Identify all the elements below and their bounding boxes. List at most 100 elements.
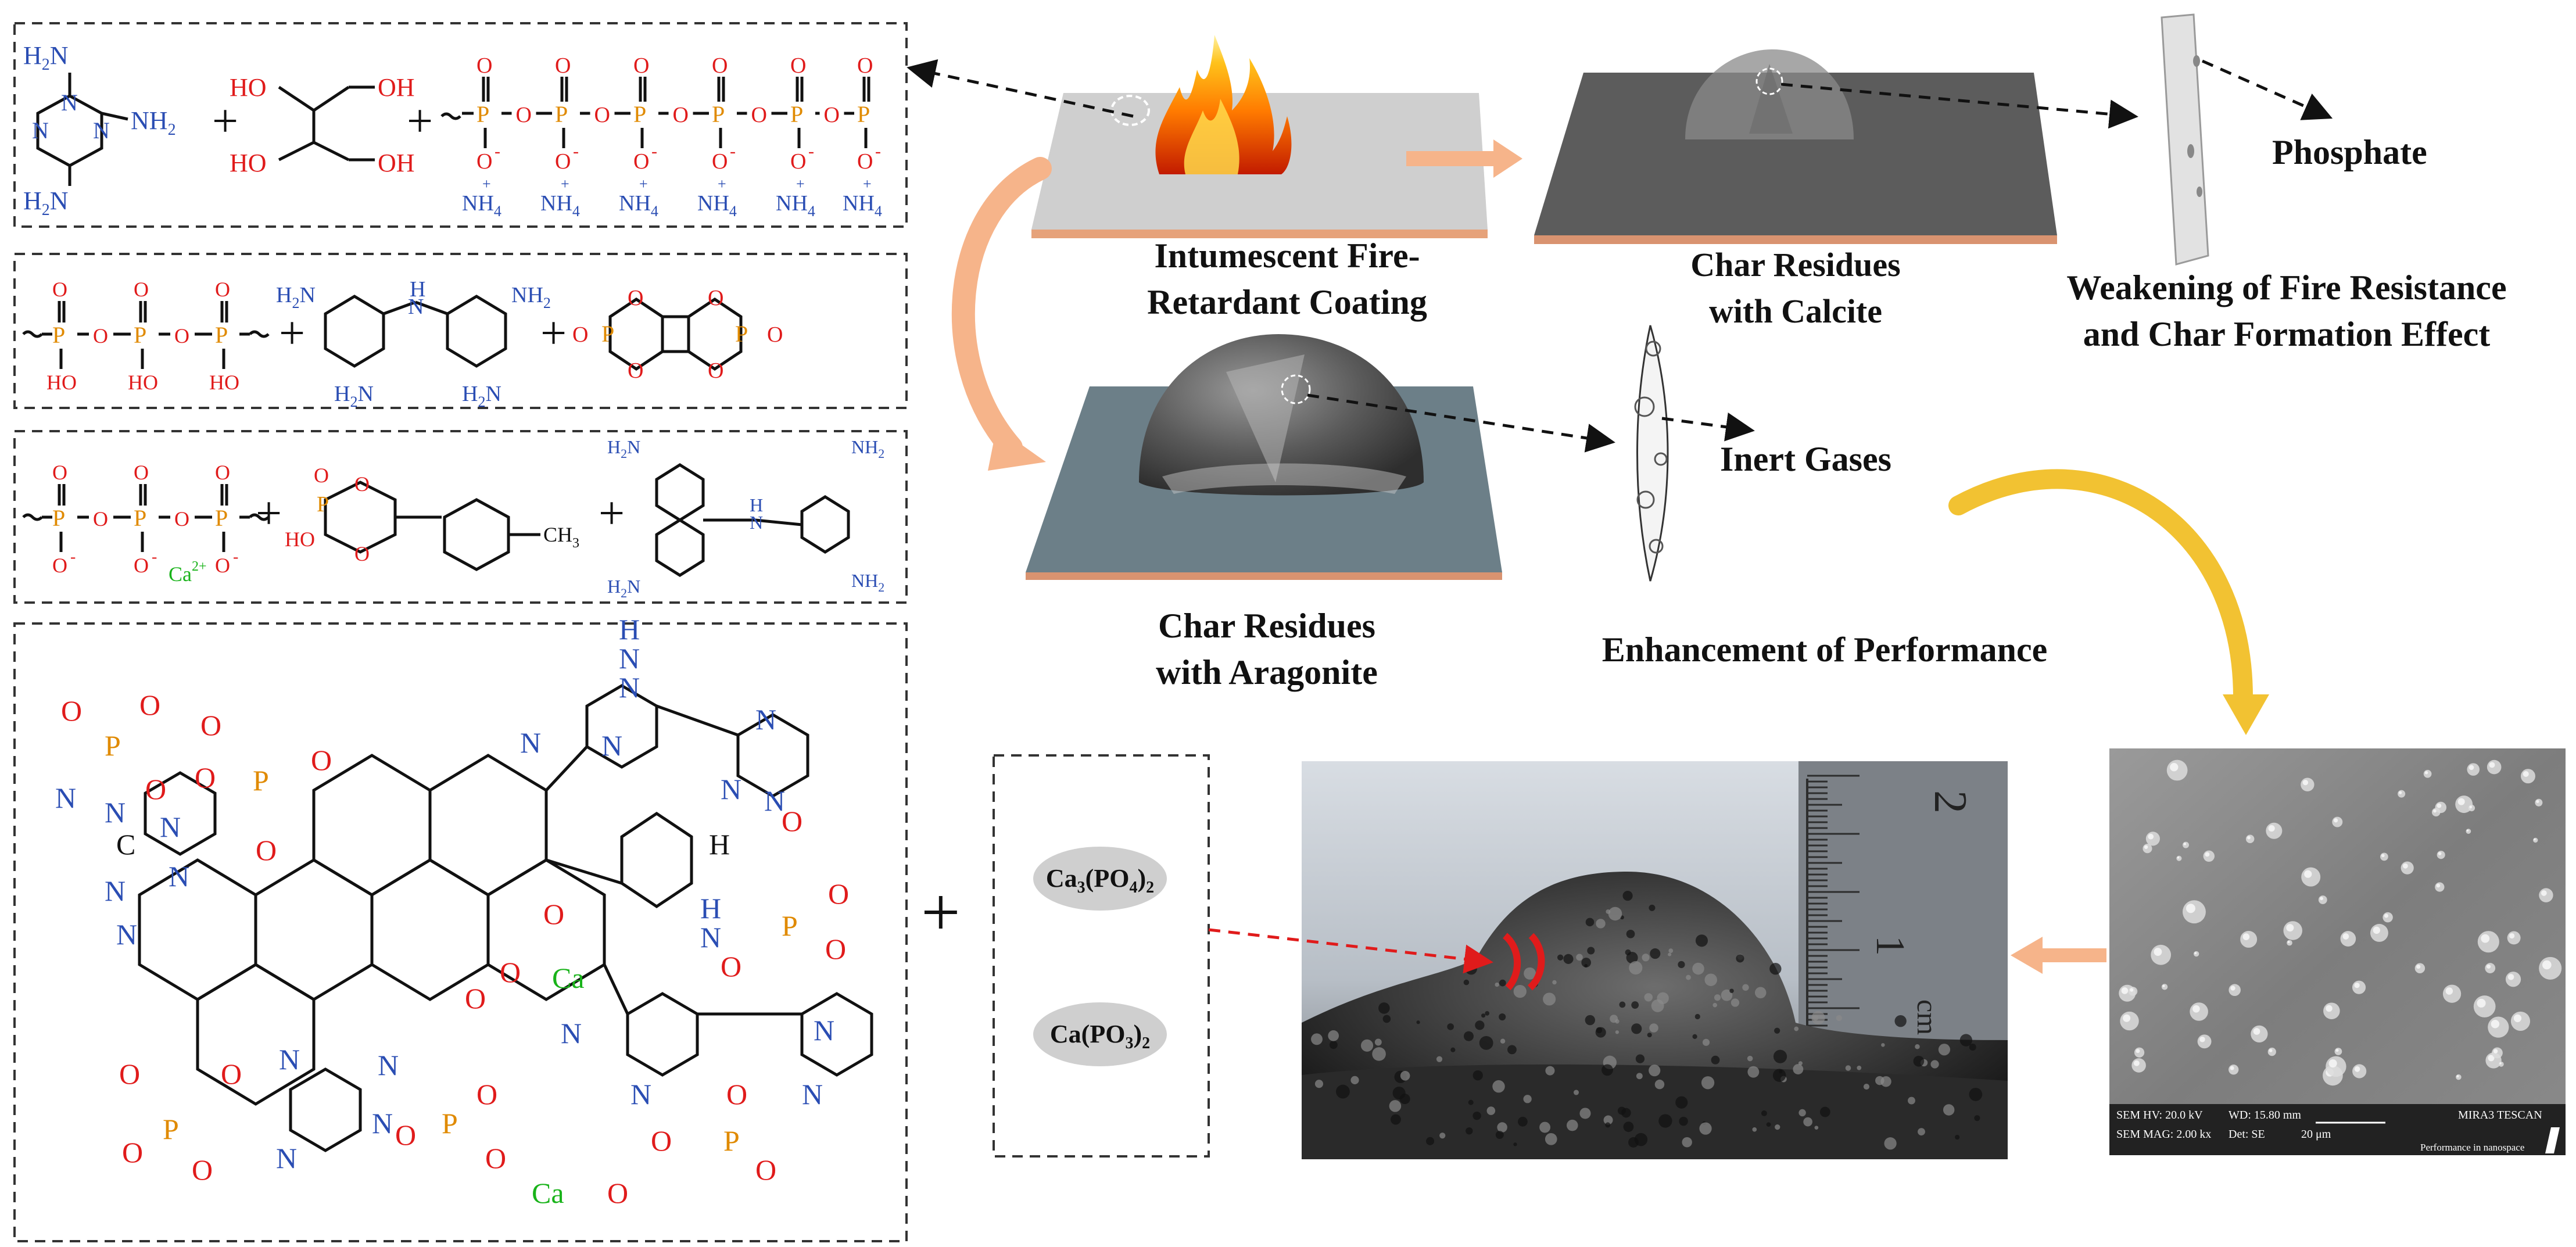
- network-atom-2: O: [139, 689, 160, 721]
- network-atom-29: O: [825, 933, 846, 965]
- network-atom-59: O: [221, 1058, 242, 1090]
- reactant-box-3-border: [13, 430, 908, 604]
- plus-sign-4: +: [540, 308, 567, 359]
- melem-n-bridge: N: [750, 512, 763, 533]
- app-ammonium-charge-4: +: [718, 175, 726, 192]
- pe-oh-1: OH: [378, 73, 415, 102]
- cap-p-1: P: [52, 505, 65, 531]
- network-atom-7: P: [253, 764, 269, 797]
- network-atom-5: O: [200, 709, 221, 741]
- orange-arrow-left: [2011, 937, 2106, 974]
- sem-particles: [2119, 759, 2562, 1086]
- ppa-o-top-3: O: [215, 278, 230, 301]
- dopo-ho: HO: [285, 528, 315, 551]
- network-atom-55: O: [119, 1058, 140, 1090]
- ppa-p-3: P: [215, 322, 228, 348]
- melam-nh2-1: H2N: [276, 283, 316, 311]
- app-ammonium-charge-2: +: [561, 175, 569, 192]
- ring-n-1: N: [61, 89, 78, 116]
- dopo-o-top: O: [314, 464, 329, 487]
- coating-label-line1: Intumescent Fire-: [1154, 236, 1420, 275]
- triazine-rings: [144, 684, 873, 1152]
- network-atom-21: N: [619, 642, 640, 675]
- spiro-o-4: O: [708, 359, 723, 383]
- reactant-box-1-border: [13, 22, 908, 228]
- melam-bridge-n: N: [408, 295, 424, 319]
- network-atom-48: P: [442, 1107, 458, 1140]
- melam-nh2-3: H2N: [334, 382, 374, 410]
- sem-brand: MIRA3 TESCAN: [2458, 1109, 2542, 1121]
- app-o-top-6: O: [857, 53, 873, 78]
- network-atom-46: O: [607, 1177, 628, 1209]
- app-ammonium-1: NH4: [462, 191, 501, 220]
- plus-sign-3: +: [279, 308, 305, 359]
- spiro-o-3: O: [708, 286, 723, 310]
- spiro-p-1: P: [601, 321, 614, 347]
- app-o-bot-1: O: [476, 149, 492, 174]
- spiro-po-2: O: [767, 322, 783, 347]
- plus-sign-5: +: [256, 488, 282, 539]
- dopo-o-ring-2: O: [354, 542, 370, 565]
- app-bridge-o-5: O: [824, 103, 840, 127]
- network-atom-38: N: [630, 1078, 651, 1110]
- cap-p-3: P: [215, 505, 228, 531]
- calcite-label-line1: Char Residues: [1690, 246, 1900, 284]
- tescan-logo: [2545, 1127, 2560, 1153]
- network-atom-23: N: [721, 773, 741, 805]
- cap-o-bot-1: O: [52, 554, 67, 577]
- products-box: Ca3(PO4)2 Ca(PO3)2: [993, 754, 1210, 1158]
- network-atom-30: O: [721, 950, 741, 983]
- melam-structure: H N H2N NH2 H2N H2N: [276, 277, 551, 410]
- ppa-p-2: P: [134, 322, 146, 348]
- network-atom-8: O: [311, 744, 332, 776]
- aragonite-label-line2: with Aragonite: [1156, 653, 1378, 691]
- ca3po4-label: Ca3(PO4)2: [1046, 864, 1154, 897]
- app-bridge-o-3: O: [673, 103, 689, 127]
- network-atom-36: O: [465, 982, 486, 1015]
- network-atom-17: N: [520, 726, 541, 759]
- network-atom-45: Ca: [532, 1177, 564, 1209]
- cap-charge-3: -: [233, 548, 238, 566]
- network-atom-41: O: [651, 1124, 672, 1157]
- app-o-top-4: O: [712, 53, 728, 78]
- network-atom-27: O: [828, 877, 849, 910]
- coating-label-line2: Retardant Coating: [1147, 283, 1427, 321]
- ppa-ho-1: HO: [46, 371, 77, 394]
- melem-nh2-2: H2N: [607, 576, 640, 600]
- network-atom-50: O: [395, 1119, 416, 1151]
- app-bridge-o-2: O: [594, 103, 610, 127]
- melem-h: H: [750, 494, 763, 515]
- network-atom-16: N: [116, 918, 137, 951]
- network-atom-9: O: [256, 834, 277, 866]
- orange-curved-arrow-down: [951, 157, 1052, 471]
- ppa-o-top-2: O: [134, 278, 149, 301]
- h2n-top-label: H2N: [23, 41, 69, 74]
- sem-micrograph: SEM HV: 20.0 kV WD: 15.80 mm MIRA3 TESCA…: [2109, 748, 2566, 1155]
- melam-nh2-2: NH2: [511, 283, 551, 311]
- plus-sign-6: +: [599, 488, 625, 539]
- network-atom-15: N: [169, 860, 189, 893]
- pe-ho-1: HO: [230, 73, 267, 102]
- network-atom-19: N: [619, 671, 640, 704]
- app-o-bot-4: O: [712, 149, 728, 174]
- dashed-arrow-bubble-label: [1661, 412, 1755, 442]
- sem-scale-text: 20 μm: [2301, 1128, 2331, 1141]
- network-atom-44: O: [726, 1078, 747, 1110]
- flame-icon: [1155, 35, 1292, 174]
- weakening-label-line1: Weakening of Fire Resistance: [2066, 268, 2506, 307]
- phosphate-label: Phosphate: [2272, 133, 2427, 171]
- ruler-ticks: [1807, 775, 1860, 1062]
- cap-bridge-o-1: O: [93, 507, 108, 531]
- network-atom-12: N: [160, 811, 181, 843]
- inert-gas-bubble-film: [1634, 325, 1669, 582]
- calcite-focus-circle: [1755, 67, 1783, 95]
- app-o-bot-6: O: [857, 149, 873, 174]
- network-atom-39: N: [814, 1014, 834, 1047]
- ppa-ho-2: HO: [128, 371, 158, 394]
- network-atom-52: N: [378, 1049, 399, 1081]
- capo3-ellipse: [1033, 1002, 1167, 1066]
- network-atom-28: P: [782, 909, 798, 942]
- inert-gases-label: Inert Gases: [1720, 440, 1891, 478]
